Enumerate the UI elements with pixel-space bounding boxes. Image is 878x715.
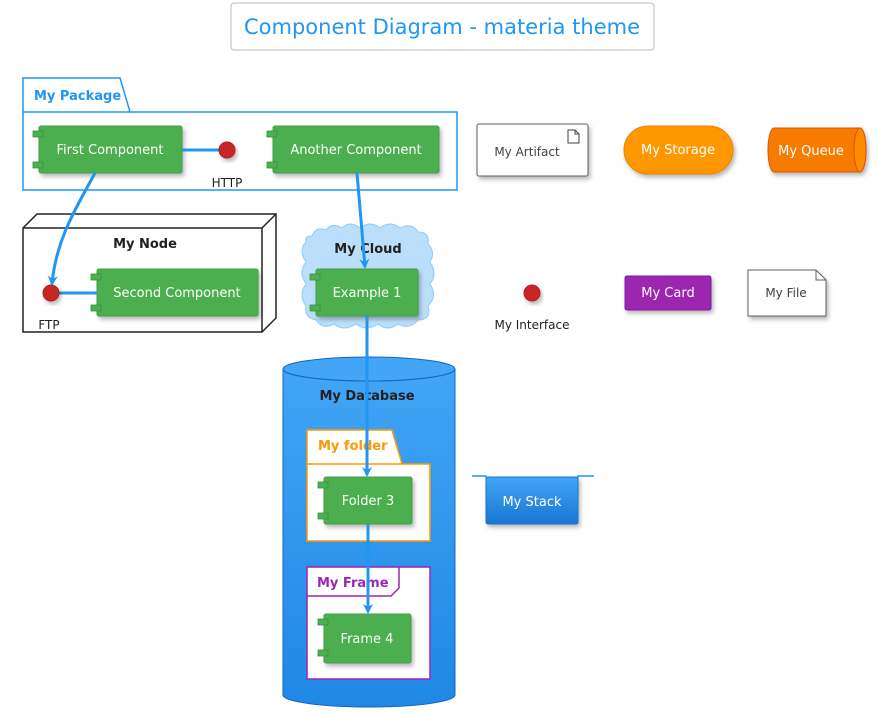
svg-text:First Component: First Component [57,143,164,158]
svg-text:My Artifact: My Artifact [494,145,560,159]
svg-text:My Storage: My Storage [641,143,715,158]
svg-text:My Cloud: My Cloud [334,242,401,257]
interface-http[interactable]: HTTP [212,141,243,190]
component-another-component[interactable]: Another Component [266,125,440,174]
svg-text:My Package: My Package [34,89,121,104]
svg-text:My Node: My Node [113,237,177,252]
svg-text:My Queue: My Queue [778,144,844,159]
component-first-component[interactable]: First Component [32,125,183,174]
svg-text:HTTP: HTTP [212,176,243,190]
storage-my-storage[interactable]: My Storage [623,125,734,175]
card-my-card[interactable]: My Card [624,275,712,311]
component-folder-3[interactable]: Folder 3 [317,476,413,525]
interface-ftp[interactable]: FTP [38,284,60,332]
queue-my-queue[interactable]: My Queue [767,127,867,173]
svg-text:Component Diagram - materia th: Component Diagram - materia theme [244,15,640,39]
svg-text:Folder 3: Folder 3 [342,494,395,509]
component-example-1[interactable]: Example 1 [309,268,419,317]
stack-my-stack[interactable]: My Stack [472,475,594,525]
svg-text:My Card: My Card [641,286,694,301]
connector-lines [59,148,219,295]
svg-text:My Stack: My Stack [502,495,562,510]
diagram-title: Component Diagram - materia theme [230,2,655,51]
svg-text:My Frame: My Frame [317,576,389,591]
svg-text:My Interface: My Interface [495,318,570,332]
component-frame-4[interactable]: Frame 4 [317,613,412,664]
arrow-first-to-ftp [47,172,97,286]
artifact-my-artifact[interactable]: My Artifact [476,123,589,177]
file-my-file[interactable]: My File [747,269,827,317]
svg-text:My folder: My folder [318,439,388,454]
svg-text:Second Component: Second Component [113,286,240,301]
svg-text:Example 1: Example 1 [333,286,402,301]
svg-text:Another Component: Another Component [290,143,421,158]
component-second-component[interactable]: Second Component [90,268,259,317]
svg-text:FTP: FTP [38,318,59,332]
svg-text:My File: My File [765,286,806,300]
svg-text:Frame 4: Frame 4 [341,632,394,647]
interface-my-interface[interactable]: My Interface [495,284,570,332]
arrow-another-to-example1 [355,172,370,269]
